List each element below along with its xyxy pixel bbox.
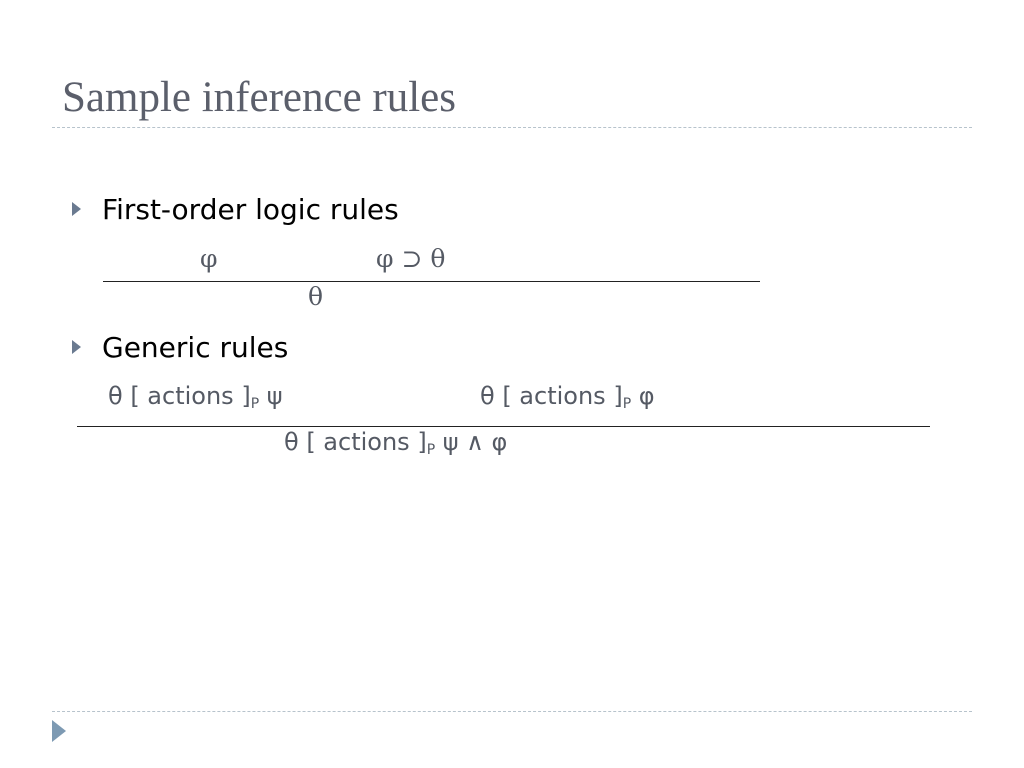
- premise-phi: φ: [200, 244, 218, 273]
- conclusion-generic: θ [ actions ]P ψ ∧ φ: [284, 427, 507, 465]
- premise-generic-phi-main: θ [ actions ]: [480, 382, 623, 410]
- inference-line-first-order: [103, 281, 760, 282]
- bullet-heading-generic: Generic rules: [102, 330, 289, 364]
- conclusion-generic-main: θ [ actions ]: [284, 428, 427, 456]
- premise-generic-psi-main: θ [ actions ]: [108, 382, 251, 410]
- premise-generic-phi: θ [ actions ]P φ: [480, 381, 655, 419]
- premise-generic-phi-post: φ: [638, 382, 655, 410]
- bullet-triangle-icon: [72, 340, 81, 354]
- bullet-heading-first-order: First-order logic rules: [102, 192, 399, 226]
- bullet-triangle-icon: [72, 202, 81, 216]
- bullet-generic: Generic rules: [72, 329, 288, 365]
- footer-divider: [52, 711, 972, 712]
- premise-generic-psi-post: ψ: [266, 382, 283, 410]
- slide-title: Sample inference rules: [62, 74, 456, 121]
- conclusion-generic-post: ψ ∧ φ: [442, 428, 508, 456]
- next-slide-triangle-icon[interactable]: [52, 720, 66, 742]
- title-divider: [52, 127, 972, 128]
- conclusion-generic-sub: P: [426, 442, 436, 458]
- premise-phi-implies-theta: φ ⊃ θ: [376, 244, 446, 273]
- inference-line-generic: [77, 426, 930, 427]
- premise-generic-psi-sub: P: [250, 396, 260, 412]
- premise-generic-psi: θ [ actions ]P ψ: [108, 381, 283, 419]
- conclusion-theta: θ: [308, 282, 324, 311]
- bullet-first-order: First-order logic rules: [72, 191, 399, 227]
- premise-generic-phi-sub: P: [622, 396, 632, 412]
